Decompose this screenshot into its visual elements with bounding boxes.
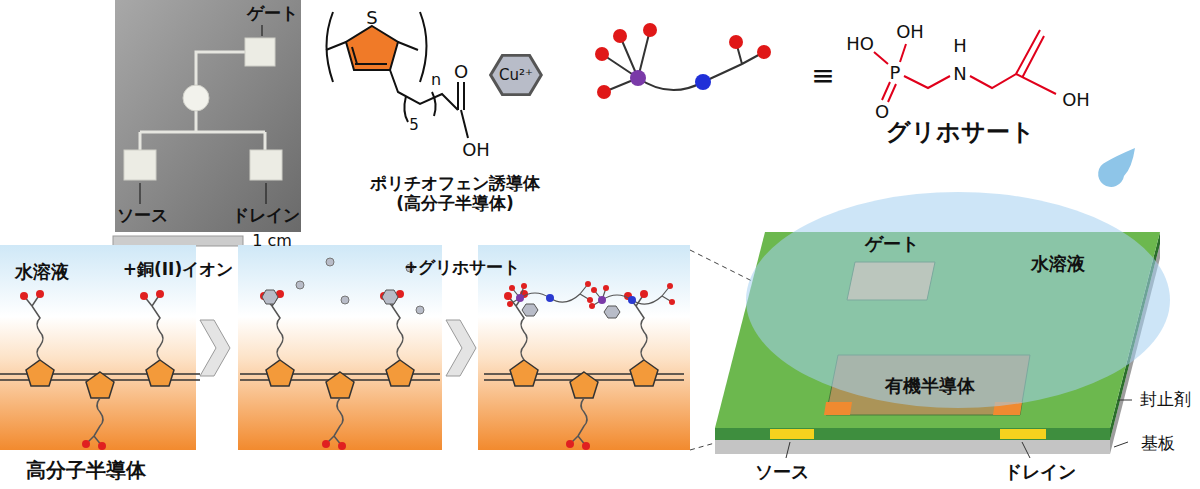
label: 高分子半導体: [26, 459, 146, 482]
label: グリホサート: [886, 119, 1035, 147]
illustration-part: [240, 290, 440, 450]
illustration-part: [484, 290, 684, 450]
label: ソース: [117, 206, 168, 226]
illustration-part: [613, 29, 627, 43]
label: 水溶液: [15, 262, 69, 283]
illustration-part: [643, 23, 657, 37]
illustration-part: [595, 47, 609, 61]
illustration-part: [446, 320, 476, 376]
illustration-part: [970, 30, 1056, 94]
illustration-part: [458, 82, 468, 138]
illustration-part: [597, 85, 611, 99]
label: 5: [409, 117, 419, 134]
label: 有機半導体: [885, 376, 975, 397]
illustration-part: [715, 428, 1110, 440]
illustration-part: [140, 25, 266, 204]
label: ソース: [755, 462, 809, 483]
label: +銅(II)イオン: [123, 260, 233, 280]
illustration-part: [874, 44, 950, 102]
illustration-part: [115, 0, 301, 232]
device-3d: [715, 192, 1170, 458]
illustration-part: [715, 440, 1110, 454]
illustration-part: [113, 236, 243, 246]
illustration-part: [382, 290, 398, 304]
illustration-part: [770, 429, 814, 439]
ion-hexagon: Cu²⁺: [489, 54, 543, 96]
label: ドレイン: [232, 206, 300, 226]
illustration-part: [183, 85, 209, 111]
illustration-part: [140, 52, 265, 150]
water-drop: [1098, 148, 1135, 187]
label: N: [953, 64, 966, 85]
label: ポリチオフェン誘導体 (高分子半導体): [365, 174, 545, 213]
label: 水溶液: [1031, 254, 1085, 275]
illustration-part: [1000, 429, 1046, 439]
label: 封止剤: [1140, 390, 1191, 410]
label: OH: [896, 22, 924, 43]
illustration-part: [757, 45, 771, 59]
illustration-part: [245, 38, 275, 66]
illustration-part: [630, 70, 646, 86]
glyphosate-cartoon: [595, 23, 771, 99]
illustration-part: [262, 290, 278, 304]
ion-label: Cu²⁺: [489, 54, 543, 96]
illustration-part: [824, 402, 852, 415]
illustration-part: [200, 320, 230, 376]
process-panels: [0, 245, 690, 450]
illustration-part: [589, 283, 675, 318]
label: P: [890, 63, 901, 84]
polythiophene-structure: [326, 12, 468, 138]
label: 1 cm: [252, 232, 292, 250]
illustration-part: [326, 258, 334, 266]
label: +グリホサート: [404, 258, 520, 278]
illustration-part: [390, 70, 458, 110]
illustration-part: [352, 47, 387, 64]
label: OH: [1062, 90, 1090, 111]
illustration-part: [341, 296, 349, 304]
illustration-part: [602, 30, 764, 92]
illustration-part: [326, 42, 418, 50]
illustration-part: [0, 290, 200, 450]
illustration-part: [346, 26, 398, 70]
illustration-part: [250, 150, 282, 180]
label: S: [366, 8, 377, 29]
illustration-part: [507, 281, 593, 316]
illustration-part: [404, 92, 435, 122]
label: ゲート: [247, 4, 298, 24]
illustration-part: [296, 281, 304, 289]
label: O: [454, 62, 468, 83]
label: 基板: [1141, 434, 1175, 454]
illustration-part: [695, 74, 711, 90]
illustration-part: [124, 150, 156, 180]
label: ≡: [811, 60, 834, 92]
illustration-part: [746, 192, 1170, 408]
label: ドレイン: [1004, 462, 1076, 483]
illustration-part: [416, 306, 424, 314]
label: H: [953, 36, 967, 57]
illustration-part: [786, 400, 1132, 458]
label: HO: [846, 34, 874, 55]
label: n: [431, 71, 441, 89]
label: OH: [462, 140, 490, 161]
illustration-part: [729, 35, 743, 49]
device-photo: [113, 0, 301, 246]
label: ゲート: [865, 234, 919, 255]
